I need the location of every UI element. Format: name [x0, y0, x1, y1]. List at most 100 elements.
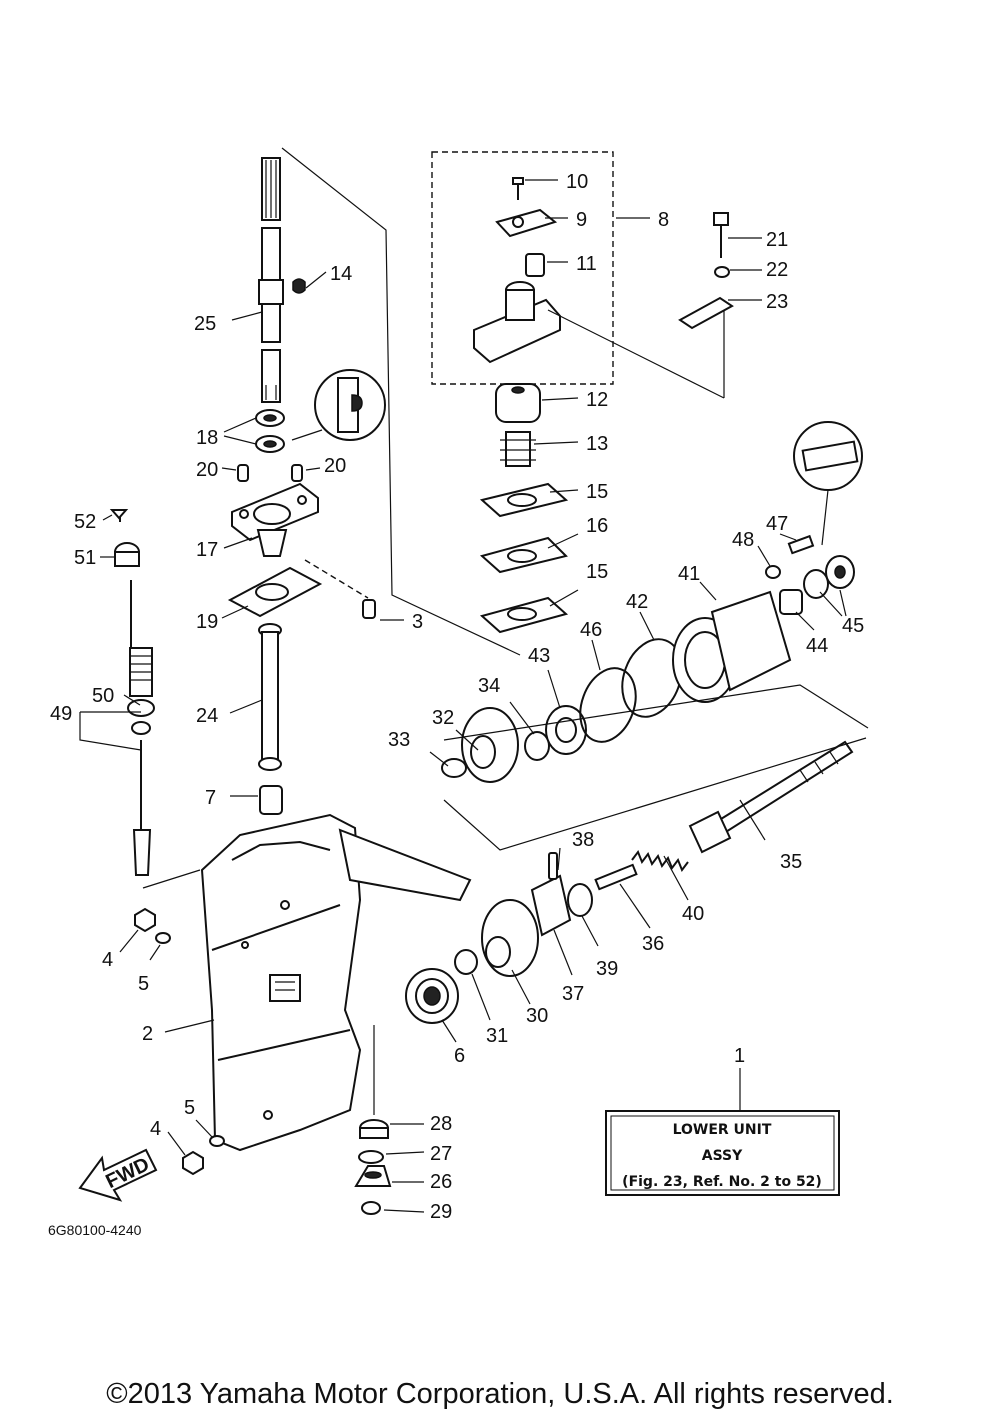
oil-seal-housing: [231, 482, 319, 557]
callout-26: 26: [430, 1171, 452, 1193]
callout-32: 32: [432, 707, 454, 729]
callout-30: 30: [526, 1005, 548, 1027]
callout-2: 2: [142, 1023, 153, 1045]
callout-19: 19: [196, 611, 218, 633]
copyright-notice: ©2013 Yamaha Motor Corporation, U.S.A. A…: [106, 1378, 894, 1410]
needle-bearing: [779, 589, 803, 615]
shift-plunger: [594, 863, 638, 891]
bearing-43: [545, 705, 587, 755]
assembly-box-line2: ASSY: [702, 1148, 743, 1164]
water-tube: [258, 623, 282, 771]
callout-numbers: 1 2 3 4 4 5 5 6 7 8 9 10 11 12 13 14 15 …: [50, 171, 864, 1223]
drain-plug-lower: [182, 1135, 225, 1176]
ring-34: [524, 731, 550, 761]
grease-detail-circle-45: [793, 421, 863, 546]
drive-shaft: [258, 157, 284, 403]
callout-42: 42: [626, 591, 648, 613]
oil-seals: [255, 409, 285, 453]
forward-gear: [461, 707, 519, 783]
gasket-19: [227, 566, 323, 618]
pinion-stack: [354, 1119, 392, 1215]
callout-4: 4: [102, 949, 113, 971]
callout-52: 52: [74, 511, 96, 533]
bracket-23: [678, 296, 734, 330]
drain-plug-upper: [134, 907, 171, 944]
callout-1: 1: [734, 1045, 745, 1067]
reverse-gear: [481, 899, 539, 977]
bolt-47: [787, 534, 815, 555]
callout-5: 5: [138, 973, 149, 995]
o-ring-42: [621, 638, 683, 718]
callout-37: 37: [562, 983, 584, 1005]
dog-clutch: [530, 874, 572, 937]
pin-38: [548, 852, 558, 880]
propeller-shaft-housing: [672, 590, 792, 703]
ball-bearing: [405, 968, 459, 1024]
callout-7: 7: [205, 787, 216, 809]
callout-12: 12: [586, 389, 608, 411]
callout-24: 24: [196, 705, 218, 727]
gasket-15-upper: [479, 482, 569, 518]
dowel-3: [362, 599, 376, 619]
bolt-21: [713, 212, 729, 258]
callout-16: 16: [586, 515, 608, 537]
o-ring-46: [579, 667, 637, 743]
impeller: [500, 431, 536, 467]
callout-15: 15: [586, 561, 608, 583]
spring-40: [631, 849, 689, 873]
assembly-box: LOWER UNIT ASSY (Fig. 23, Ref. No. 2 to …: [605, 1110, 840, 1196]
gasket-15-lower: [479, 596, 569, 634]
drawing-code: 6G80100-4240: [48, 1222, 142, 1238]
washer-48: [765, 565, 781, 579]
callout-23: 23: [766, 291, 788, 313]
insert-cartridge: [495, 383, 541, 423]
callout-20: 20: [196, 459, 218, 481]
callout-47: 47: [766, 513, 788, 535]
callout-38: 38: [572, 829, 594, 851]
callout-49: 49: [50, 703, 72, 725]
callout-34: 34: [478, 675, 500, 697]
callout-13: 13: [586, 433, 608, 455]
key-part: [292, 278, 306, 294]
shift-rod: [109, 509, 155, 876]
propeller-shaft: [688, 740, 854, 854]
callout-27: 27: [430, 1143, 452, 1165]
pump-housing: [473, 281, 561, 364]
cover-9: [495, 208, 558, 238]
callout-15: 15: [586, 481, 608, 503]
lower-case: [200, 813, 472, 1152]
callout-33: 33: [388, 729, 410, 751]
oil-seals-45: [803, 555, 855, 599]
callout-25: 25: [194, 313, 216, 335]
callout-6: 6: [454, 1045, 465, 1067]
washer-22: [714, 266, 730, 278]
outer-plate-16: [479, 536, 568, 574]
assembly-box-line1: LOWER UNIT: [673, 1122, 772, 1138]
shim-33: [441, 758, 467, 778]
collar-11: [525, 253, 545, 277]
callout-20: 20: [324, 455, 346, 477]
dowel-pins: [237, 464, 303, 482]
callout-8: 8: [658, 209, 669, 231]
callout-4: 4: [150, 1118, 161, 1140]
fwd-arrow: FWD: [78, 1148, 158, 1202]
callout-51: 51: [74, 547, 96, 569]
callout-10: 10: [566, 171, 588, 193]
shim-31: [454, 949, 478, 975]
ring-39: [567, 883, 593, 917]
assembly-box-line3: (Fig. 23, Ref. No. 2 to 52): [622, 1174, 822, 1190]
callout-17: 17: [196, 539, 218, 561]
callout-3: 3: [412, 611, 423, 633]
callout-43: 43: [528, 645, 550, 667]
callout-21: 21: [766, 229, 788, 251]
callout-29: 29: [430, 1201, 452, 1223]
callout-18: 18: [196, 427, 218, 449]
callout-50: 50: [92, 685, 114, 707]
callout-14: 14: [330, 263, 352, 285]
callout-48: 48: [732, 529, 754, 551]
callout-39: 39: [596, 958, 618, 980]
callout-5: 5: [184, 1097, 195, 1119]
callout-45: 45: [842, 615, 864, 637]
callout-22: 22: [766, 259, 788, 281]
